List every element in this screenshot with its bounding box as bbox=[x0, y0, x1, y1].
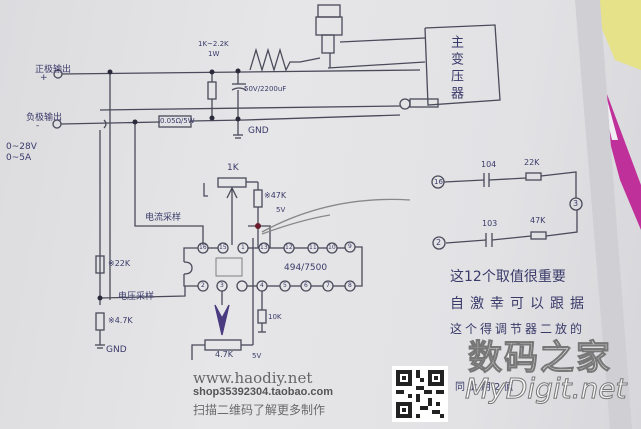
note-line-3: 这个得调节器二放的 bbox=[450, 322, 586, 336]
comp-res-22k: 22K bbox=[524, 158, 540, 167]
current-range-label: 0~5A bbox=[6, 153, 32, 163]
positive-sign: + bbox=[40, 73, 48, 83]
note-line-1: 这12个取值很重要 bbox=[450, 269, 566, 285]
watermark-brand-en: MyDigit.net bbox=[464, 372, 627, 406]
ic-pin: 13 bbox=[260, 244, 268, 251]
comp-res-47k: 47K bbox=[530, 216, 546, 225]
negative-sign: - bbox=[36, 121, 40, 131]
bleeder-resistor-value: 1K~2.2K bbox=[198, 40, 229, 48]
bleeder-power-value: 1W bbox=[208, 50, 220, 58]
voltage-range-label: 0~28V bbox=[6, 142, 37, 152]
transformer-label: 主变压器 bbox=[448, 35, 463, 103]
ic-pin: 7 bbox=[326, 282, 330, 289]
watermark-scan-text: 扫描二维码了解更多制作 bbox=[193, 403, 326, 417]
divider-4-7k-label: ※4.7K bbox=[108, 316, 133, 325]
ic-pin: 16 bbox=[199, 244, 207, 251]
ground-label-bottom: GND bbox=[106, 345, 127, 355]
ic-pin: 4 bbox=[260, 282, 264, 289]
ic-pin: 1 bbox=[241, 244, 245, 251]
current-sample-label: 电流采样 bbox=[145, 213, 182, 223]
note-line-4: 同上用2值 bbox=[455, 382, 517, 393]
divider-22k-label: ※22K bbox=[108, 259, 131, 268]
ic-pin: 3 bbox=[220, 282, 224, 289]
comp-cap-103: 103 bbox=[482, 219, 498, 228]
ic-pin: 15 bbox=[219, 244, 227, 251]
resistor-10k-label: 10K bbox=[268, 313, 282, 321]
comp-pin-2: 2 bbox=[436, 238, 442, 247]
ic-pin: 11 bbox=[309, 244, 317, 251]
watermark-site-url: www.haodiy.net bbox=[193, 369, 313, 387]
vref-5v-bottom-label: 5V bbox=[252, 352, 262, 360]
ic-pin: 5 bbox=[283, 282, 287, 289]
ic-pin: 6 bbox=[304, 282, 308, 289]
pot-1k-label: 1K bbox=[227, 163, 239, 173]
binder-clip bbox=[590, 0, 641, 70]
ic-pin: 12 bbox=[285, 244, 293, 251]
capacitor-value: 50V/2200uF bbox=[244, 85, 287, 93]
note-line-2: 自激幸可以跟据 bbox=[450, 296, 590, 312]
ic-model-label: 494/7500 bbox=[284, 263, 328, 273]
vref-5v-top-label: 5V bbox=[276, 206, 286, 214]
comp-pin-16: 16 bbox=[434, 178, 443, 186]
watermark-brand-cn: 数码之家 bbox=[468, 338, 612, 379]
voltage-sample-label: 电压采样 bbox=[118, 292, 155, 302]
ic-pin: 2 bbox=[201, 282, 205, 289]
watermark-shop-url: shop35392304.taobao.com bbox=[193, 386, 334, 398]
positive-output-label: 正极输出 bbox=[35, 65, 72, 75]
shunt-value: 0.05Ω/5W bbox=[160, 117, 195, 125]
ic-pin: 9 bbox=[348, 243, 352, 250]
qr-code-icon bbox=[392, 366, 448, 422]
negative-output-label: 负极输出 bbox=[26, 113, 63, 123]
pot-4-7k-label: 4.7K bbox=[215, 350, 233, 359]
ic-pin: 10 bbox=[328, 244, 336, 251]
resistor-47k-label: ※47K bbox=[264, 191, 287, 200]
ground-label-top: GND bbox=[248, 126, 269, 136]
ic-pin: 8 bbox=[348, 282, 352, 289]
comp-cap-104: 104 bbox=[481, 160, 497, 169]
comp-pin-3: 3 bbox=[573, 199, 579, 208]
